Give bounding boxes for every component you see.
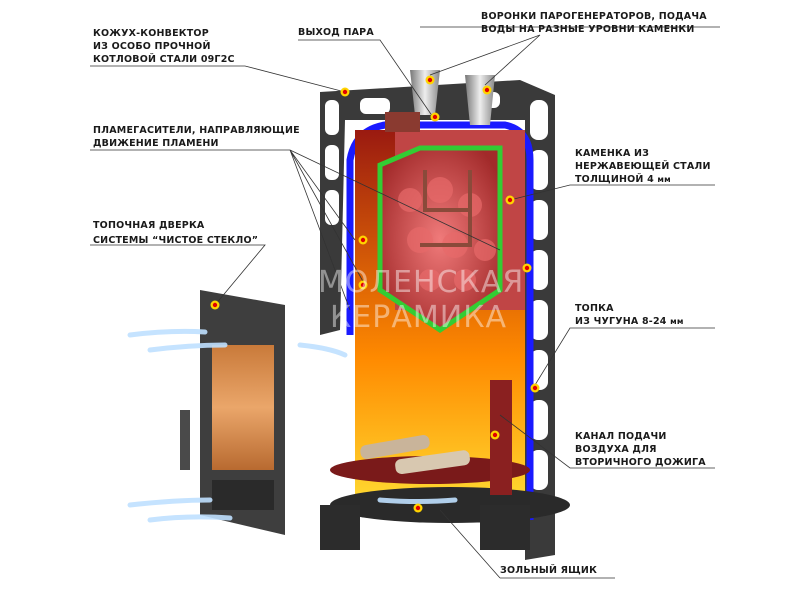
- callout-text: ВОЗДУХА ДЛЯ: [575, 444, 657, 455]
- callout-text: НЕРЖАВЕЮЩЕЙ СТАЛИ: [575, 161, 711, 172]
- watermark-line-1: МОЛЕНСКАЯ: [318, 265, 525, 300]
- callout-text: ВОДЫ НА РАЗНЫЕ УРОВНИ КАМЕНКИ: [481, 24, 695, 35]
- callout-unit: мм: [670, 317, 684, 326]
- callout-flame-guides: ПЛАМЕГАСИТЕЛИ, НАПРАВЛЯЮЩИЕ ДВИЖЕНИЕ ПЛА…: [93, 124, 300, 150]
- callout-text: КАНАЛ ПОДАЧИ: [575, 431, 667, 442]
- callout-funnels: ВОРОНКИ ПАРОГЕНЕРАТОРОВ, ПОДАЧА ВОДЫ НА …: [481, 10, 707, 36]
- callout-text: КОЖУХ-КОНВЕКТОР: [93, 28, 209, 39]
- callout-text: ВТОРИЧНОГО ДОЖИГА: [575, 457, 706, 468]
- callout-ash-box: ЗОЛЬНЫЙ ЯЩИК: [500, 564, 597, 577]
- callout-text: ЗОЛЬНЫЙ ЯЩИК: [500, 565, 598, 576]
- callout-casing: КОЖУХ-КОНВЕКТОР ИЗ ОСОБО ПРОЧНОЙ КОТЛОВО…: [93, 27, 235, 66]
- callout-air-channel: КАНАЛ ПОДАЧИ ВОЗДУХА ДЛЯ ВТОРИЧНОГО ДОЖИ…: [575, 430, 706, 469]
- callout-fire-door: ТОПОЧНАЯ ДВЕРКА СИСТЕМЫ “ЧИСТОЕ СТЕКЛО”: [93, 218, 258, 248]
- fire-door: [180, 290, 285, 535]
- watermark-line-2: КЕРАМИКА: [330, 300, 508, 335]
- callout-markers: [210, 75, 540, 513]
- callout-text: ИЗ ЧУГУНА 8-24: [575, 316, 667, 327]
- insulation-layer: [346, 121, 534, 520]
- callout-steam-outlet: ВЫХОД ПАРА: [298, 26, 374, 39]
- callout-stone-chamber: КАМЕНКА ИЗ НЕРЖАВЕЮЩЕЙ СТАЛИ ТОЛЩИНОЙ 4 …: [575, 147, 711, 186]
- callout-text: ТОЛЩИНОЙ 4: [575, 174, 654, 185]
- callout-text: ДВИЖЕНИЕ ПЛАМЕНИ: [93, 138, 219, 149]
- callout-text: ВЫХОД ПАРА: [298, 27, 374, 38]
- callout-text: ИЗ ОСОБО ПРОЧНОЙ: [93, 41, 211, 52]
- callout-text: ТОПОЧНАЯ ДВЕРКА: [93, 220, 205, 231]
- callout-text: СИСТЕМЫ “ЧИСТОЕ СТЕКЛО”: [93, 235, 259, 246]
- leader-lines: [90, 26, 720, 579]
- callout-text: ПЛАМЕГАСИТЕЛИ, НАПРАВЛЯЮЩИЕ: [93, 125, 300, 136]
- air-flow-arrows: [127, 328, 458, 523]
- callout-text: КАМЕНКА ИЗ: [575, 148, 650, 159]
- callout-text: ТОПКА: [575, 303, 614, 314]
- callout-text: ВОРОНКИ ПАРОГЕНЕРАТОРОВ, ПОДАЧА: [481, 11, 707, 22]
- secondary-air-channel: [490, 380, 512, 495]
- stone-chamber: [377, 130, 525, 334]
- callout-unit: мм: [657, 175, 671, 184]
- callout-firebox: ТОПКА ИЗ ЧУГУНА 8-24 мм: [575, 302, 684, 328]
- firewood: [360, 434, 470, 475]
- callout-text: КОТЛОВОЙ СТАЛИ 09Г2С: [93, 54, 235, 65]
